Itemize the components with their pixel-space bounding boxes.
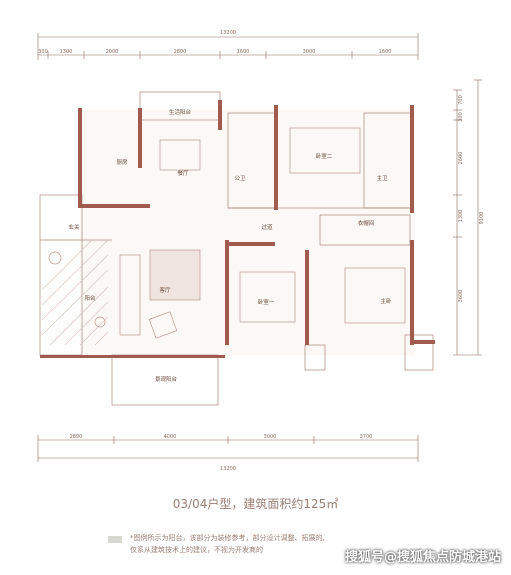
room-public-bath: 公卫 (234, 175, 246, 182)
floor-fill (80, 110, 415, 355)
room-entrance: 玄关 (68, 223, 80, 231)
plan-note: *图例所示为阳台，该部分为装修参考，部分设计调整、拓展的, 仅系从建筑技术上的建… (130, 532, 430, 556)
bottom-dim-3: 3000 (264, 434, 277, 440)
right-total-dim: 9100 (479, 212, 485, 225)
bottom-dim-1: 2800 (70, 434, 83, 440)
top-dim-5: 1600 (237, 49, 250, 55)
top-dim-6: 3000 (303, 49, 316, 55)
right-dim-1: 700 (458, 95, 464, 105)
thick-walls (40, 100, 435, 358)
room-master-bedroom: 主卧 (380, 297, 392, 305)
right-dim-3: 2600 (458, 152, 464, 165)
room-master-bath: 主卫 (376, 174, 388, 182)
bottom-total-dim: 13200 (220, 466, 236, 470)
right-dim-2: 300 (458, 112, 464, 122)
bottom-dim-2: 4000 (164, 434, 177, 440)
top-total-dim: 13200 (220, 30, 236, 36)
top-dim-3: 2000 (106, 49, 119, 55)
furniture (48, 127, 406, 339)
room-dining: 餐厅 (177, 169, 189, 177)
top-dimension-lines (37, 33, 419, 60)
room-bedroom2: 卧室二 (316, 152, 333, 160)
room-view-balcony: 景观阳台 (155, 375, 178, 383)
bottom-dimension-lines (37, 435, 419, 462)
top-dim-2: 1300 (60, 49, 73, 55)
balcony-hatch (41, 239, 109, 346)
right-dim-5: 3600 (458, 290, 464, 303)
top-dim-4: 2800 (174, 49, 187, 55)
watermark: 搜狐号@搜狐焦点防城港站 (344, 550, 501, 565)
note-line-1: *图例所示为阳台，该部分为装修参考，部分设计调整、拓展的, (130, 534, 325, 542)
right-dimension-lines (453, 79, 482, 356)
room-service-balcony: 生活阳台 (169, 108, 192, 116)
room-corridor: 过道 (261, 223, 273, 231)
top-dim-7: 1600 (379, 49, 392, 55)
top-dim-1: 300 (38, 49, 48, 55)
room-living: 客厅 (159, 286, 171, 294)
legend-swatch (108, 536, 122, 543)
floor-plan: 13200 300 1300 2000 2800 1600 3000 1600 … (37, 30, 485, 470)
right-dim-4: 1300 (458, 210, 464, 223)
note-line-2: 仅系从建筑技术上的建议，不视为开发商的 (130, 546, 263, 554)
room-balcony: 阳台 (84, 294, 96, 302)
plan-caption: 03/04户型，建筑面积约125㎡ (172, 497, 339, 511)
bottom-dim-4: 3700 (360, 434, 373, 440)
room-kitchen: 厨房 (116, 158, 128, 166)
room-wardrobe: 衣帽间 (358, 219, 375, 227)
room-bedroom1: 卧室一 (258, 298, 275, 306)
